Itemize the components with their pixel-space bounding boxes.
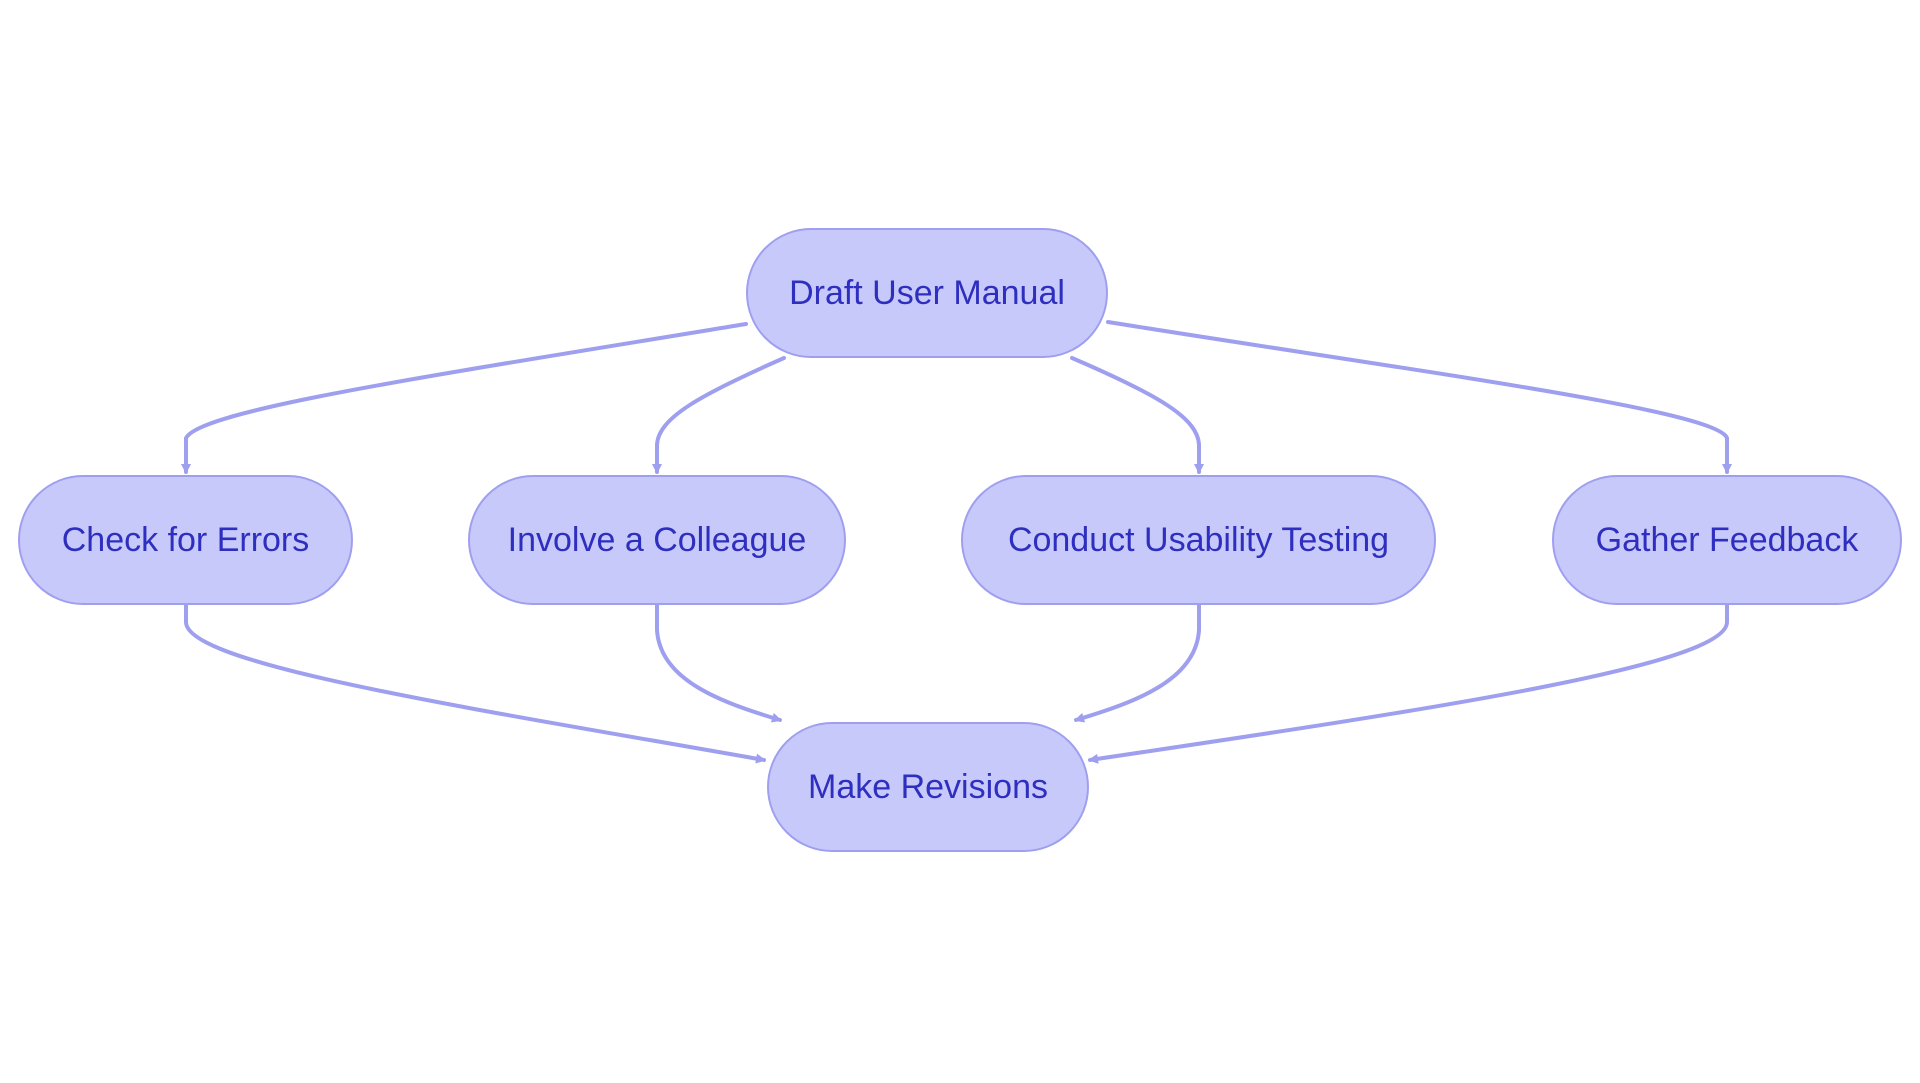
node-make-revisions: Make Revisions <box>767 722 1089 852</box>
edge-draft-to-feedback <box>1106 320 1732 474</box>
node-draft-user-manual: Draft User Manual <box>746 228 1108 358</box>
edge-feedback-to-revisions <box>1088 603 1729 764</box>
edge-usability-to-revisions <box>1074 603 1201 723</box>
node-gather-feedback: Gather Feedback <box>1552 475 1902 605</box>
node-label: Make Revisions <box>808 767 1048 806</box>
edge-draft-to-errors <box>181 322 748 474</box>
edge-errors-to-revisions <box>184 603 766 764</box>
node-label: Check for Errors <box>61 520 310 559</box>
node-conduct-usability-testing: Conduct Usability Testing <box>961 475 1436 605</box>
node-label: Gather Feedback <box>1595 520 1859 559</box>
edge-draft-to-colleague <box>652 356 786 474</box>
node-label: Involve a Colleague <box>507 520 807 559</box>
node-label: Draft User Manual <box>789 273 1065 312</box>
edge-draft-to-usability <box>1070 356 1204 474</box>
node-involve-a-colleague: Involve a Colleague <box>468 475 846 605</box>
node-check-for-errors: Check for Errors <box>18 475 353 605</box>
node-label: Conduct Usability Testing <box>1007 520 1390 559</box>
edge-colleague-to-revisions <box>655 603 782 723</box>
